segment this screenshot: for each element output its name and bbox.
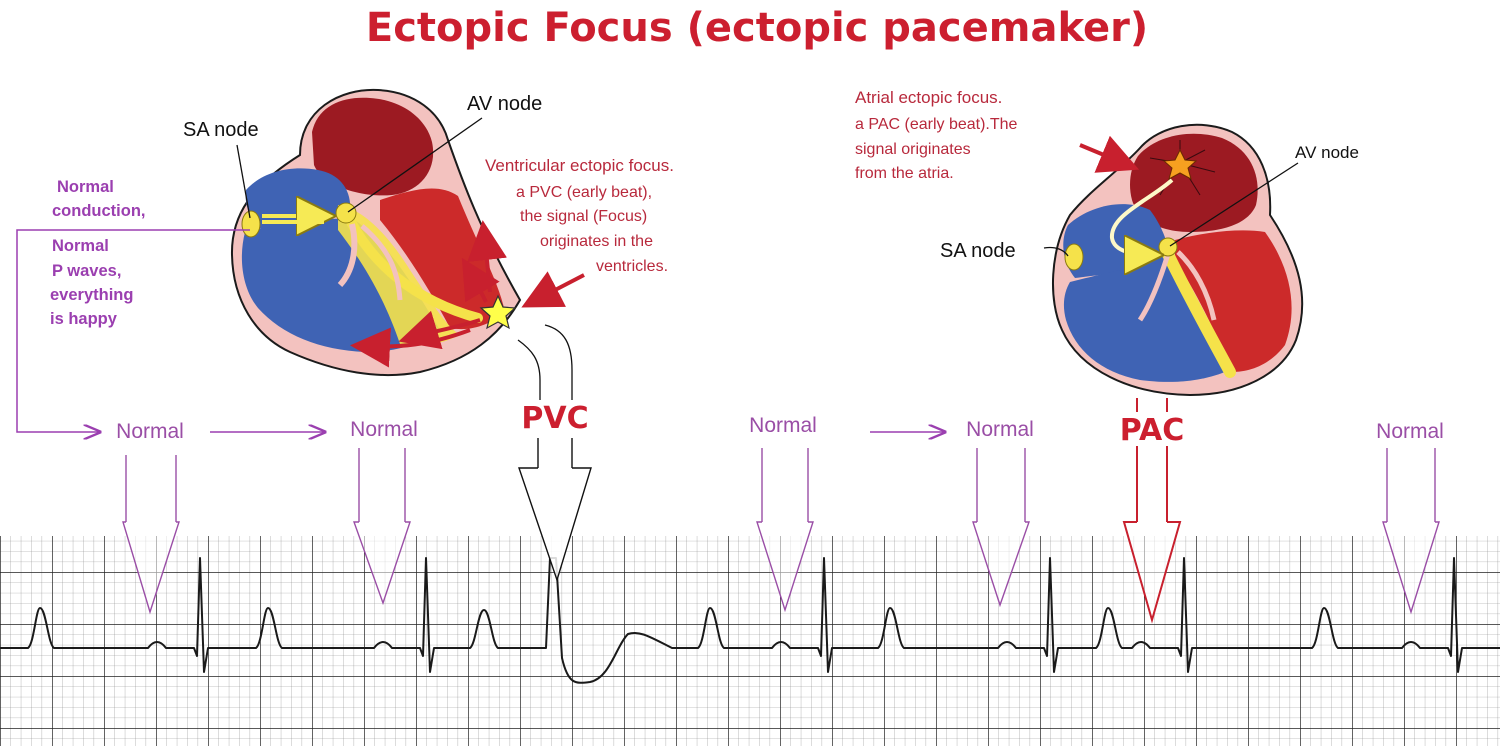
beat-label-5: Normal [966,418,1034,441]
beat-arrow-head [1382,521,1440,615]
beat-arrow-head [122,521,180,615]
beat-annotations: Normal Normal PVC Normal Normal PAC Normal [116,398,1444,624]
pvc-leader-left [517,339,541,400]
svg-text:a PAC (early beat).The: a PAC (early beat).The [855,116,1018,133]
beat-arrow-head [756,521,814,613]
beat-label-4: Normal [749,414,817,437]
svg-text:originates in the: originates in the [540,233,653,250]
beat-arrow-head [972,521,1030,608]
beat-marker-6: PAC [1116,398,1188,624]
beat-marker-7: Normal [1376,420,1444,615]
svg-text:conduction,: conduction, [52,202,146,220]
beat-label-6: PAC [1120,413,1184,448]
atrial-focus-star-icon [1162,148,1198,181]
svg-text:from the atria.: from the atria. [855,165,954,182]
av-node-label-right: AV node [1295,143,1359,162]
sa-to-normal-connector [16,229,250,432]
beat-label-7: Normal [1376,420,1444,443]
beat-marker-1: Normal [116,420,184,615]
beat-label-3: PVC [521,401,588,436]
svg-text:P waves,: P waves, [52,262,121,280]
ectopic-focus-star-icon [479,294,517,330]
beat-label-1: Normal [116,420,184,443]
beat-label-2: Normal [350,418,418,441]
svg-text:a PVC (early beat),: a PVC (early beat), [516,184,652,201]
atrial-ectopic-note: Atrial ectopic focus. a PAC (early beat)… [855,88,1018,182]
page-title: Ectopic Focus (ectopic pacemaker) [366,5,1148,51]
sa-node-label-left: SA node [183,119,259,141]
av-node-label-left: AV node [467,93,542,115]
normal-conduction-note: Normal conduction, Normal P waves, every… [50,178,146,328]
beat-arrow-head [518,467,592,583]
svg-text:the signal (Focus): the signal (Focus) [520,208,647,225]
left-heart-illustration [230,88,522,377]
pvc-leader-right [544,324,573,400]
beat-label-bg [1116,412,1188,446]
svg-text:Normal: Normal [52,237,109,255]
beat-label-bg [519,400,591,434]
svg-text:Ventricular ectopic focus.: Ventricular ectopic focus. [485,156,674,175]
right-heart-illustration [1051,123,1304,397]
svg-text:Atrial ectopic focus.: Atrial ectopic focus. [855,88,1002,107]
ecg-trace [0,557,1500,684]
ventricular-ectopic-note: Ventricular ectopic focus. a PVC (early … [485,156,674,275]
svg-text:signal originates: signal originates [855,141,971,158]
svg-text:ventricles.: ventricles. [596,258,668,275]
svg-text:Normal: Normal [57,178,114,196]
sa-node-label-right: SA node [940,240,1016,262]
ecg-grid [0,536,1500,746]
beat-marker-4: Normal [749,414,817,613]
beat-marker-5: Normal [966,418,1034,608]
beat-arrow-head [1122,521,1182,624]
svg-text:is happy: is happy [50,310,118,328]
beat-arrow-head [353,521,411,606]
beat-marker-3: PVC [518,400,592,583]
beat-marker-2: Normal [350,418,418,606]
svg-text:everything: everything [50,286,133,304]
